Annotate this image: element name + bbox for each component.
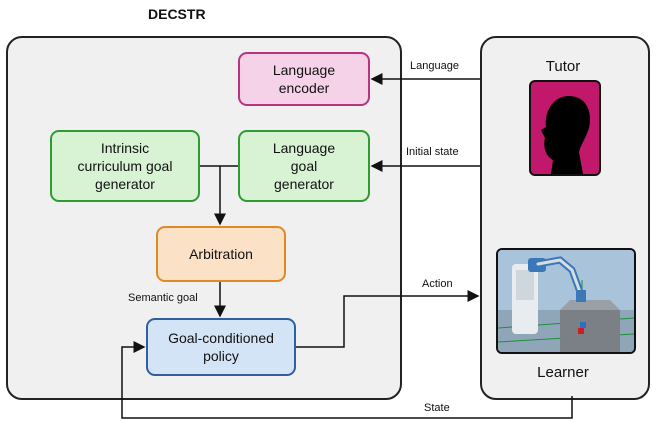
intrinsic-goal-generator-box: Intrinsic curriculum goal generator [50,130,200,202]
language-goal-line1: Language [272,140,336,156]
policy-line2: policy [203,348,239,364]
policy-line1: Goal-conditioned [168,330,274,346]
tutor-image [529,80,601,176]
language-arrow-label: Language [410,60,459,72]
action-arrow [296,290,480,348]
state-feedback-arrow [121,341,573,419]
initial-state-arrow-label: Initial state [406,146,459,158]
policy-box: Goal-conditioned policy [146,318,296,376]
language-goal-line3: generator [274,176,334,192]
robot-arm-icon [498,250,634,352]
language-encoder-box: Language encoder [238,52,370,106]
language-goal-generator-box: Language goal generator [238,130,370,202]
language-goal-line2: goal [290,158,318,174]
action-arrow-label: Action [422,278,453,290]
diagram-title: DECSTR [148,6,206,22]
state-arrow-label: State [424,402,450,414]
intrinsic-line1: Intrinsic [100,140,150,156]
tutor-title: Tutor [545,58,581,75]
learner-title: Learner [537,364,589,381]
language-encoder-line1: Language [272,62,336,78]
head-silhouette-icon [541,96,591,174]
intrinsic-line2: curriculum goal [77,158,173,174]
language-encoder-line2: encoder [278,80,330,96]
arbitration-box: Arbitration [156,226,286,282]
learner-image [496,248,636,354]
arbitration-label: Arbitration [189,246,253,262]
intrinsic-line3: generator [95,176,155,192]
semantic-goal-label: Semantic goal [128,292,198,304]
